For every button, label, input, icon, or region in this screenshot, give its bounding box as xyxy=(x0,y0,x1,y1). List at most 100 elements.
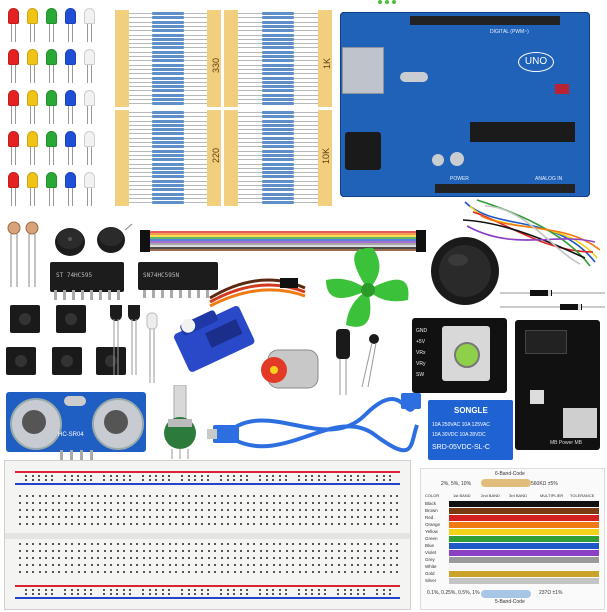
resistor-icon xyxy=(152,12,184,15)
resistor-icon xyxy=(152,16,184,20)
chart-pct-right: 560KΩ ±5% xyxy=(531,481,558,487)
power-label: POWER xyxy=(450,176,469,182)
resistor-icon xyxy=(152,196,184,200)
led-icon xyxy=(8,49,19,65)
resistor-icon xyxy=(262,42,294,46)
chart-row xyxy=(449,508,599,514)
resistor-icon xyxy=(152,192,184,196)
resistor-icon xyxy=(152,201,184,205)
led-icon xyxy=(84,90,95,106)
chart-row-label: White xyxy=(425,564,437,569)
led-icon xyxy=(27,172,38,188)
resistor-icon xyxy=(152,80,184,84)
chart-title-top: 6-Band-Code xyxy=(495,471,525,477)
chart-row xyxy=(449,557,599,563)
chart-header: COLOR xyxy=(425,493,440,498)
led-icon xyxy=(84,131,95,147)
resistor-icon xyxy=(262,175,294,179)
led-icon xyxy=(46,8,57,24)
chart-header: 3rd BAND xyxy=(509,493,528,498)
push-button-icon xyxy=(6,347,36,375)
chart-row-label: Red xyxy=(425,515,434,520)
resistor-icon xyxy=(152,136,184,140)
led-icon xyxy=(46,172,57,188)
resistor-icon xyxy=(152,179,184,183)
push-button-icon xyxy=(52,347,82,375)
resistor-icon xyxy=(152,145,184,149)
led-icon xyxy=(46,90,57,106)
chart-row-label: Black xyxy=(425,501,437,506)
chart-row-label: Yellow xyxy=(425,529,438,534)
ic-pins xyxy=(54,290,209,300)
analog-label: ANALOG IN xyxy=(535,176,563,182)
chart-row xyxy=(449,578,599,584)
led-icon xyxy=(8,172,19,188)
buzzer-icon xyxy=(55,223,133,256)
resistor-icon xyxy=(152,29,184,33)
resistor-icon xyxy=(152,132,184,136)
potentiometer xyxy=(164,385,196,459)
resistor-icon xyxy=(262,98,294,101)
resistor-icon xyxy=(152,128,184,132)
resistor-icon xyxy=(262,89,294,93)
led-icon xyxy=(8,131,19,147)
chart-row-label: Orange xyxy=(425,522,441,527)
resistor-color-chart: 6-Band-Code 2%, 5%, 10% 560KΩ ±5% COLOR 1… xyxy=(420,468,605,610)
joystick-pin-label: VRx xyxy=(416,350,426,356)
resistor-icon xyxy=(262,20,294,24)
resistor-icon xyxy=(262,85,294,89)
resistor-icon xyxy=(262,67,294,71)
resistor-icon xyxy=(262,55,294,58)
chart-pct-bottom-right: 237Ω ±1% xyxy=(539,590,563,596)
transistors xyxy=(110,305,158,383)
ic-chip-1: ST 74HC595 xyxy=(50,262,124,292)
chart-row-label: Violet xyxy=(425,550,437,555)
resistor-icon xyxy=(152,55,184,58)
resistor-icon xyxy=(262,192,294,196)
resistor-icon xyxy=(262,12,294,15)
resistor-icon xyxy=(152,184,184,187)
resistor-icon xyxy=(152,102,184,106)
dc-motor xyxy=(261,349,319,389)
resistor-icon xyxy=(262,102,294,106)
resistor-icon xyxy=(262,46,294,50)
resistor-icon xyxy=(262,50,294,54)
push-button-icon xyxy=(56,305,86,333)
chart-header: 1st BAND xyxy=(453,493,471,498)
resistor-icon xyxy=(262,196,294,200)
resistor-icon xyxy=(262,128,294,132)
ic-chip-2-label: SN74HC595N xyxy=(143,272,180,279)
resistor-icon xyxy=(152,24,184,28)
resistor-strips: 330 1K 220 10K xyxy=(112,8,337,208)
led-array xyxy=(6,8,106,213)
joystick-pin-label: VRy xyxy=(416,361,426,367)
led-icon xyxy=(8,8,19,24)
chart-row xyxy=(449,529,599,535)
resistor-icon xyxy=(262,93,294,97)
resistor-icon xyxy=(262,110,294,114)
push-button-icon xyxy=(96,347,126,375)
chart-row-label: Blue xyxy=(425,543,435,548)
chart-pct-top: 2%, 5%, 10% xyxy=(441,481,472,487)
resistor-icon xyxy=(152,46,184,50)
led-icon xyxy=(27,49,38,65)
resistor-icon xyxy=(152,153,184,157)
resistor-icon xyxy=(152,20,184,24)
resistor-icon xyxy=(152,33,184,37)
resistor-icon xyxy=(152,67,184,71)
resistor-icon xyxy=(262,59,294,63)
ultrasonic-label: HC-SR04 xyxy=(58,432,84,438)
relay-spec-2: 10A 30VDC 10A 28VDC xyxy=(432,432,486,438)
resistor-icon xyxy=(152,98,184,101)
joystick-pin-label: SW xyxy=(416,372,425,378)
resistor-icon xyxy=(262,119,294,123)
led-icon xyxy=(84,49,95,65)
uno-logo: UNO xyxy=(518,52,554,72)
chart-row-label: Gold xyxy=(425,571,435,576)
resistor-icon xyxy=(262,184,294,187)
chart-row xyxy=(449,515,599,521)
resistor-icon xyxy=(152,110,184,114)
chart-row-label: Grey xyxy=(425,557,435,562)
resistor-icon xyxy=(262,171,294,175)
